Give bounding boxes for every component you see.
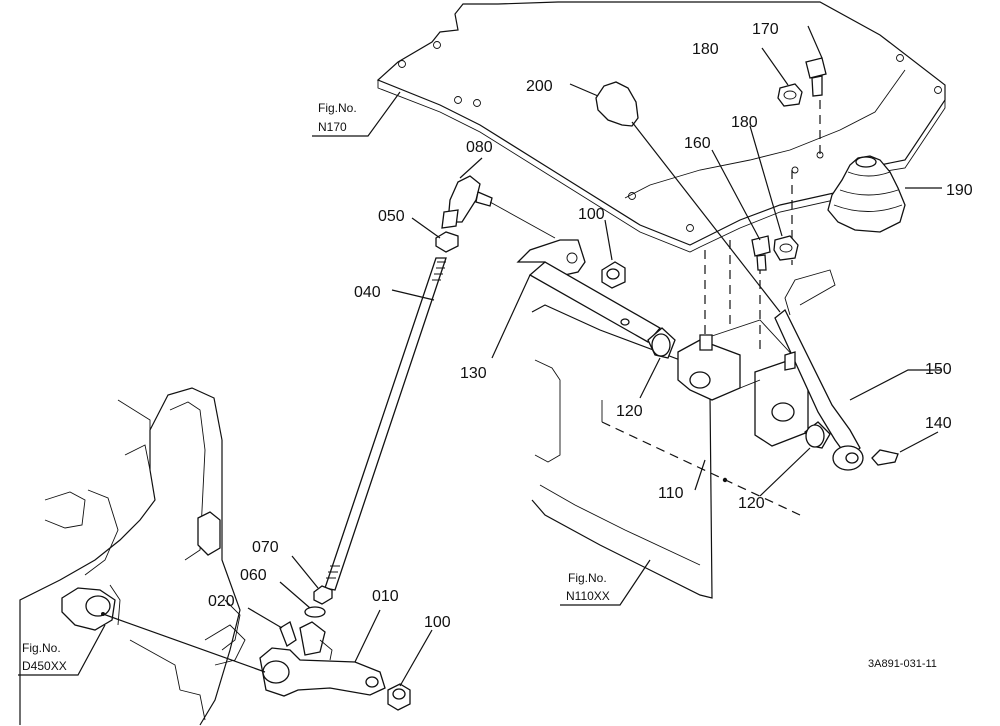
label-190: 190	[946, 182, 973, 199]
side-plate	[531, 304, 713, 599]
fig-ref-n170: Fig.No. N170	[312, 91, 401, 137]
nut-100-upper	[601, 261, 626, 289]
bracket-110	[677, 319, 809, 447]
fig-ref-d450xx-line1: Fig.No.	[22, 641, 61, 655]
label-040: 040	[354, 284, 381, 301]
washer-060	[304, 606, 326, 618]
knob-200	[595, 81, 781, 313]
label-120-lower: 120	[738, 495, 765, 512]
label-170: 170	[752, 21, 779, 38]
label-080: 080	[466, 139, 493, 156]
fig-ref-d450xx-line2: D450XX	[22, 659, 67, 673]
bolt-stud-bracket	[699, 334, 796, 371]
drawing-code: 3A891-031-11	[868, 658, 937, 670]
label-200: 200	[526, 78, 553, 95]
nut-070	[313, 585, 333, 605]
pin-020	[279, 621, 297, 647]
ball-joint-080	[441, 175, 556, 239]
label-050: 050	[378, 208, 405, 225]
nut-180-upper	[777, 83, 803, 107]
lever-010	[259, 621, 386, 697]
fig-ref-n170-line2: N170	[318, 120, 347, 134]
nut-050	[435, 231, 459, 253]
label-020: 020	[208, 593, 235, 610]
bushing-120-upper	[647, 327, 676, 359]
boot-190	[827, 155, 906, 233]
label-160: 160	[684, 135, 711, 152]
label-180-lower: 180	[731, 114, 758, 131]
label-100-lower: 100	[424, 614, 451, 631]
top-cover-panel	[376, 1, 946, 253]
label-140: 140	[925, 415, 952, 432]
fig-ref-n110xx-line1: Fig.No.	[568, 571, 607, 585]
leader-lines	[247, 25, 942, 687]
label-110: 110	[658, 485, 684, 502]
bolt-160	[751, 235, 771, 271]
lever-150	[774, 269, 864, 471]
label-150: 150	[925, 361, 952, 378]
fig-ref-n170-line1: Fig.No.	[318, 101, 357, 115]
label-010: 010	[372, 588, 399, 605]
label-180-upper: 180	[692, 41, 719, 58]
engine-shaft-end	[61, 587, 266, 673]
nut-180-lower	[773, 235, 799, 261]
label-070: 070	[252, 539, 279, 556]
engine-housing	[19, 387, 246, 726]
label-100-upper: 100	[578, 206, 605, 223]
shaft-130	[516, 239, 662, 343]
fig-ref-n110xx: Fig.No. N110XX	[560, 559, 651, 606]
fig-ref-n110xx-line2: N110XX	[566, 589, 610, 603]
nut-100-lower	[387, 683, 411, 711]
fig-ref-d450xx: Fig.No. D450XX	[18, 624, 106, 676]
label-130: 130	[460, 365, 487, 382]
label-060: 060	[240, 567, 267, 584]
pin-140	[871, 449, 899, 466]
bushing-120-lower	[804, 421, 831, 449]
part-labels: 170 180 200 180 160 190 080 050 100 040 …	[208, 21, 973, 631]
bolt-170	[805, 57, 827, 97]
mount-line-110	[601, 421, 801, 516]
rod-040	[324, 257, 447, 591]
label-120-upper: 120	[616, 403, 643, 420]
